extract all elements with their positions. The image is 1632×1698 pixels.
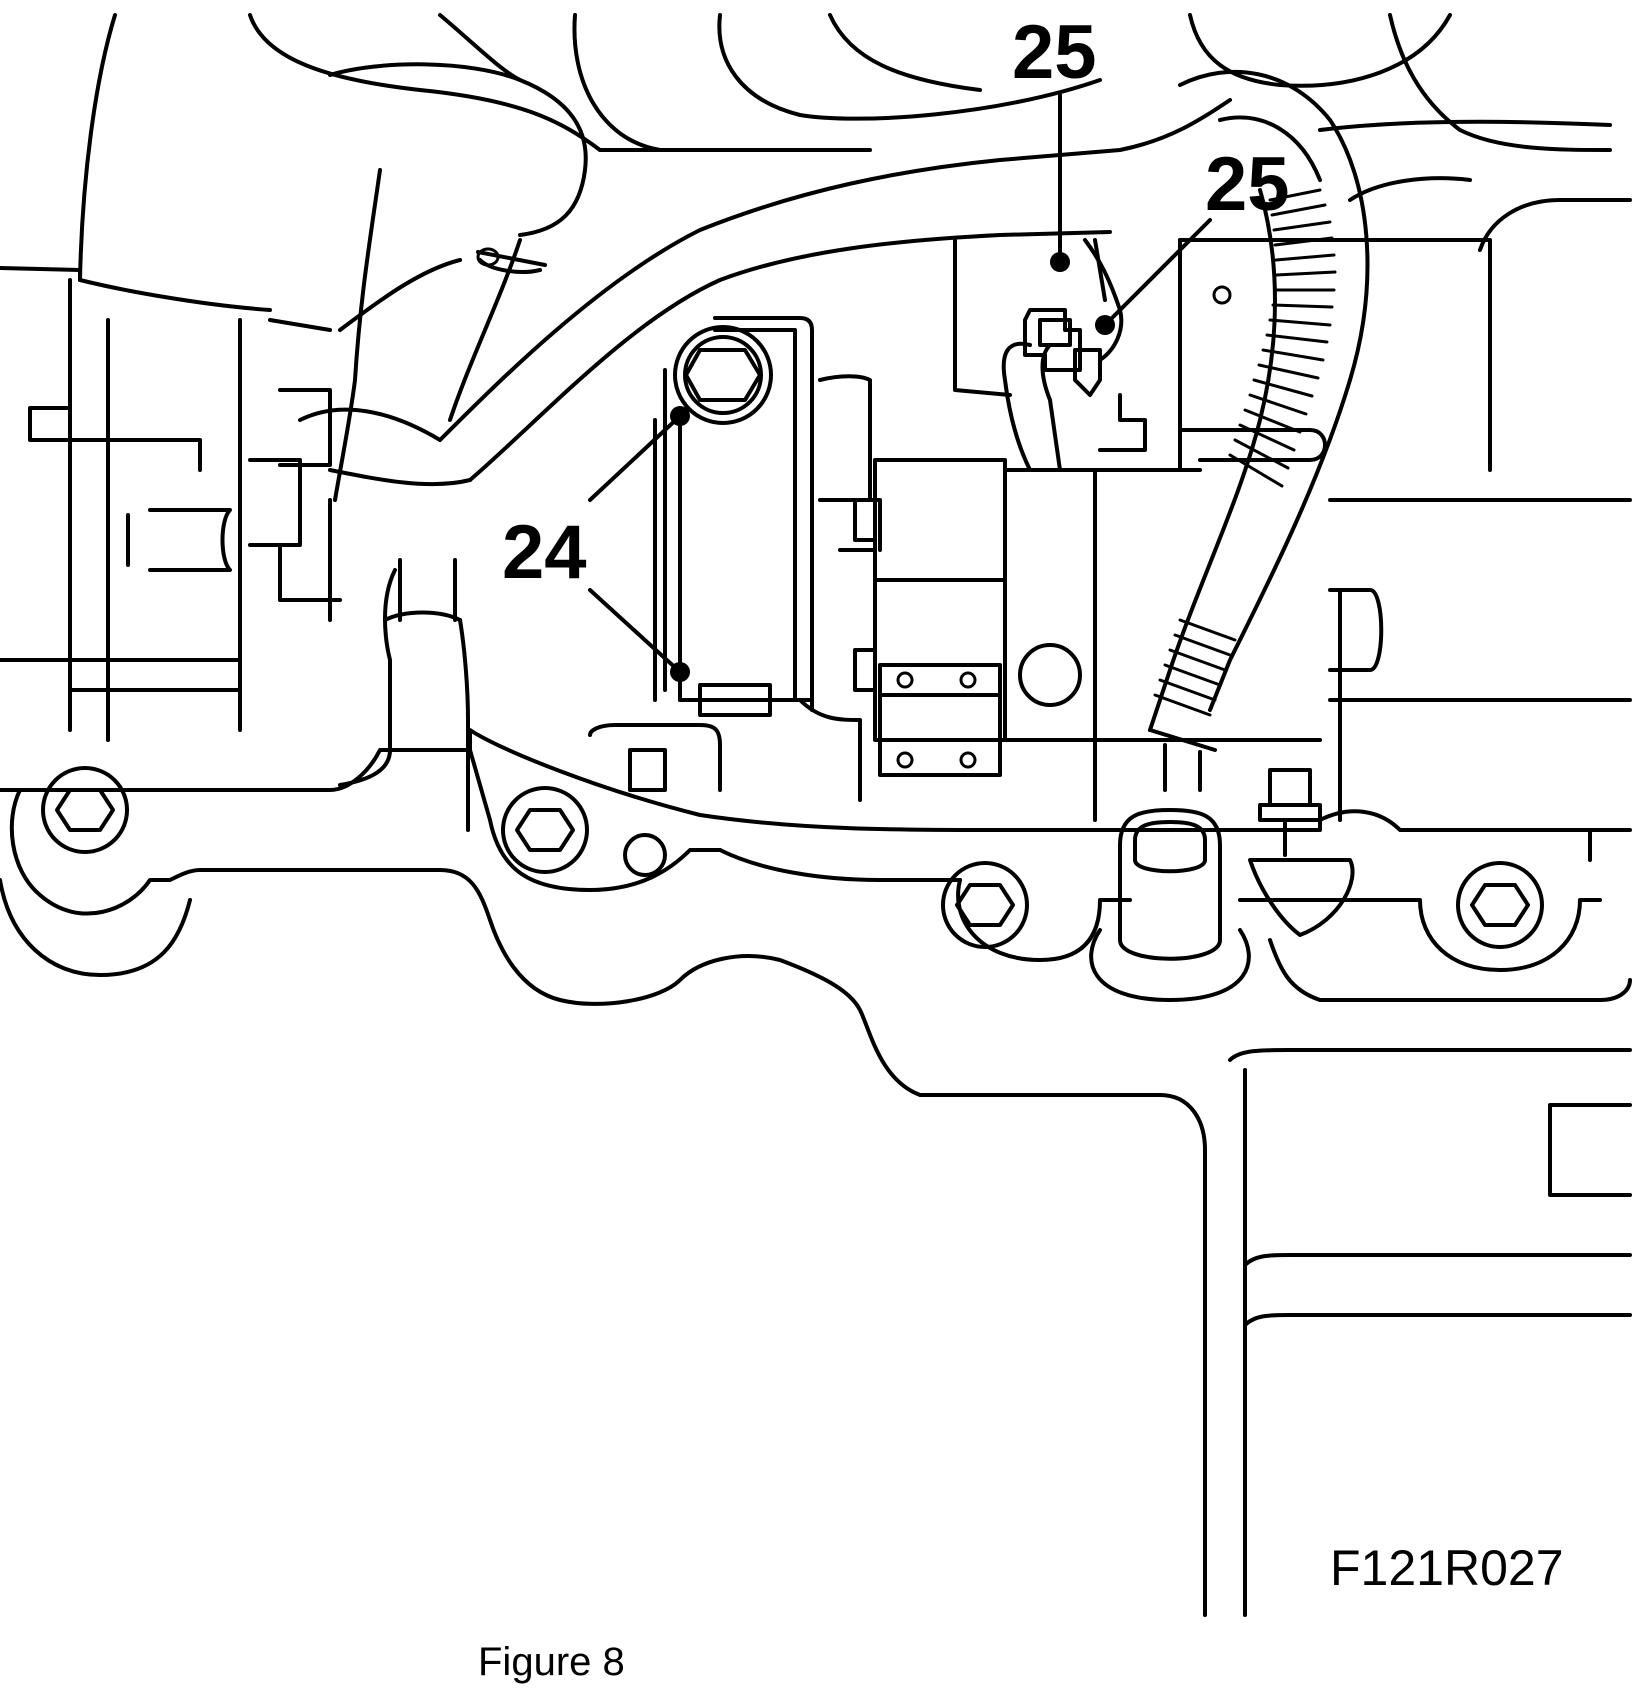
valve-body [853, 238, 1632, 822]
callout-24: 24 [502, 510, 587, 595]
center-plate [653, 316, 882, 717]
hex-bolt-icon [1470, 883, 1530, 927]
wiring-harness-icon [1148, 69, 1370, 792]
hose-clamp-icon [476, 247, 500, 267]
callout-25-right: 25 [1205, 142, 1290, 227]
hex-bolt-icon [55, 788, 115, 832]
main-hose [298, 98, 1232, 487]
hex-bolt-icon [684, 348, 762, 402]
callout-leaders [588, 93, 1212, 682]
upper-housing-outlines [0, 13, 1632, 312]
sensor-connector-icon [1073, 348, 1102, 397]
sensor-connector [1001, 238, 1124, 472]
figure-caption: Figure 8 [478, 1640, 625, 1684]
callout-25-top: 25 [1012, 10, 1097, 95]
left-brackets [0, 278, 342, 742]
drain-plug [1089, 768, 1355, 1002]
hex-bolt-icon [515, 808, 575, 852]
figure-code: F121R027 [1330, 1540, 1564, 1596]
housing-flange [0, 698, 1632, 1617]
hex-bolt-icon [955, 883, 1015, 927]
